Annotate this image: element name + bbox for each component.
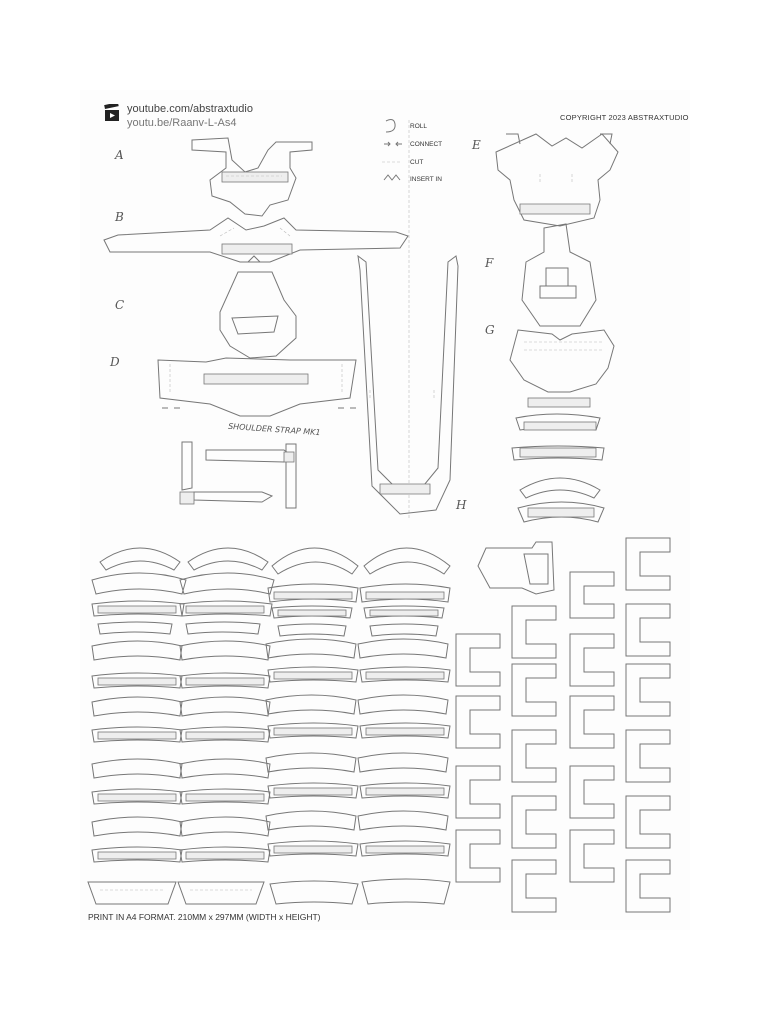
legend-symbols bbox=[382, 119, 402, 181]
clapperboard-icon bbox=[104, 104, 120, 122]
arm-pieces bbox=[87, 547, 451, 905]
legend-connect: CONNECT bbox=[410, 141, 443, 148]
shoulder-strap bbox=[179, 441, 297, 509]
copyright-text: COPYRIGHT 2023 ABSTRAXTUDIO bbox=[560, 113, 689, 122]
section-label-e: E bbox=[472, 138, 481, 152]
part-f bbox=[521, 223, 597, 327]
section-label-b: B bbox=[115, 210, 124, 224]
print-instructions: PRINT IN A4 FORMAT. 210MM x 297MM (WIDTH… bbox=[88, 912, 321, 922]
legend-cut: CUT bbox=[410, 159, 424, 166]
part-d bbox=[157, 357, 357, 417]
part-g bbox=[509, 329, 615, 523]
section-label-h: H bbox=[456, 498, 467, 512]
part-a bbox=[191, 137, 313, 217]
part-b bbox=[103, 217, 409, 263]
section-label-c: C bbox=[115, 298, 125, 312]
section-label-d: D bbox=[110, 355, 120, 369]
connect-symbol bbox=[384, 141, 402, 147]
insert-symbol bbox=[383, 174, 401, 181]
video-link[interactable]: youtu.be/Raanv-L-As4 bbox=[127, 117, 237, 129]
hand-piece bbox=[477, 541, 555, 595]
part-e bbox=[495, 133, 619, 227]
roll-symbol bbox=[385, 119, 396, 133]
legend-insert-in: INSERT IN bbox=[410, 176, 442, 183]
channel-link[interactable]: youtube.com/abstraxtudio bbox=[127, 103, 253, 115]
legend-roll: ROLL bbox=[410, 123, 427, 130]
section-label-a: A bbox=[115, 148, 124, 162]
section-label-f: F bbox=[485, 256, 494, 270]
part-c bbox=[219, 255, 297, 359]
finger-pieces bbox=[455, 537, 671, 913]
part-h bbox=[357, 254, 459, 515]
section-label-g: G bbox=[485, 323, 495, 337]
